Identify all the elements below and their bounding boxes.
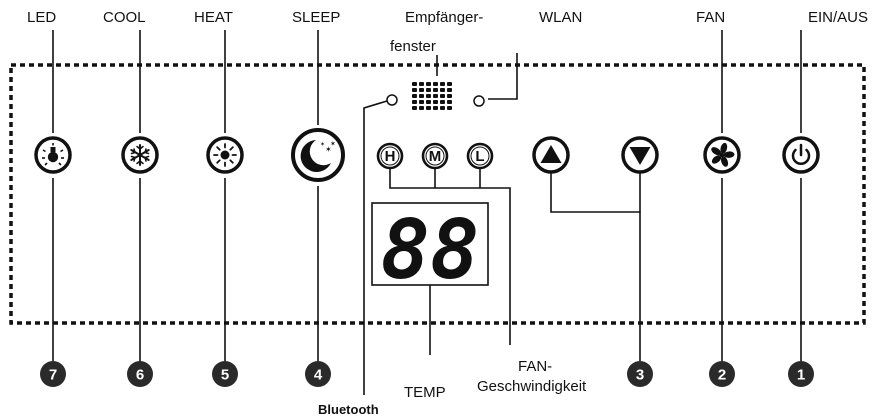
label-receiver-line1: Empfänger- <box>405 9 483 26</box>
receiver-cell <box>433 94 438 98</box>
cool-button[interactable] <box>121 136 159 174</box>
speed-indicator-l: L <box>466 142 494 170</box>
badge-4: 4 <box>305 361 331 387</box>
label-receiver-line2: fenster <box>390 38 436 55</box>
receiver-window <box>412 82 452 110</box>
badge-7-label: 7 <box>49 367 57 384</box>
speed-indicator-m: M <box>421 142 449 170</box>
receiver-cell <box>419 82 424 86</box>
speed-m-label: M <box>429 148 442 165</box>
receiver-cell <box>419 106 424 110</box>
bluetooth-indicator <box>386 94 398 106</box>
label-fan-speed-line2: Geschwindigkeit <box>477 378 587 395</box>
led-button[interactable] <box>34 136 72 174</box>
speed-connector <box>389 168 511 345</box>
power-button[interactable] <box>782 136 820 174</box>
receiver-cell <box>419 100 424 104</box>
badge-2: 2 <box>709 361 735 387</box>
bottom-connectors <box>52 178 802 361</box>
badge-6-label: 6 <box>136 367 144 384</box>
receiver-cell <box>412 106 417 110</box>
badge-3-label: 3 <box>636 367 644 384</box>
badge-5: 5 <box>212 361 238 387</box>
receiver-cell <box>419 94 424 98</box>
receiver-cell <box>412 88 417 92</box>
speed-h-label: H <box>385 148 396 165</box>
temp-up-button[interactable] <box>532 136 570 174</box>
snowflake-icon <box>130 144 150 166</box>
receiver-cell <box>419 88 424 92</box>
label-fan: FAN <box>696 9 725 26</box>
receiver-cell <box>426 88 431 92</box>
moon-stars-icon: ✶ ✶ ✶ <box>300 140 336 172</box>
receiver-cell <box>440 82 445 86</box>
receiver-cell <box>433 106 438 110</box>
label-wlan: WLAN <box>539 9 582 26</box>
receiver-cell <box>412 82 417 86</box>
label-heat: HEAT <box>194 9 233 26</box>
badge-3: 3 <box>627 361 653 387</box>
receiver-cell <box>447 106 452 110</box>
receiver-cell <box>447 94 452 98</box>
svg-text:✶: ✶ <box>325 145 332 154</box>
triangle-up-icon <box>540 145 562 163</box>
receiver-cell <box>440 106 445 110</box>
receiver-cell <box>412 94 417 98</box>
receiver-cell <box>447 82 452 86</box>
speed-indicator-h: H <box>376 142 404 170</box>
label-cool: COOL <box>103 9 146 26</box>
badge-2-label: 2 <box>718 367 726 384</box>
receiver-cell <box>412 100 417 104</box>
receiver-cell <box>433 100 438 104</box>
badge-1: 1 <box>788 361 814 387</box>
label-sleep: SLEEP <box>292 9 340 26</box>
fan-icon <box>711 142 735 167</box>
display-digits: 88 <box>381 203 480 298</box>
fan-button[interactable] <box>703 136 741 174</box>
sleep-button[interactable]: ✶ ✶ ✶ <box>291 128 345 182</box>
label-led: LED <box>27 9 56 26</box>
triangle-down-icon <box>629 147 651 165</box>
badge-5-label: 5 <box>221 367 229 384</box>
label-bluetooth: Bluetooth <box>318 402 379 417</box>
receiver-cell <box>433 88 438 92</box>
temp-down-button[interactable] <box>621 136 659 174</box>
updown-connector <box>550 172 641 213</box>
receiver-cell <box>426 106 431 110</box>
receiver-cell <box>440 88 445 92</box>
sun-icon <box>213 143 237 167</box>
label-temp: TEMP <box>404 384 446 401</box>
wlan-indicator <box>473 95 485 107</box>
receiver-cell <box>426 100 431 104</box>
svg-text:✶: ✶ <box>320 141 325 148</box>
receiver-cell <box>440 94 445 98</box>
label-power: EIN/AUS <box>808 9 868 26</box>
bluetooth-connector <box>363 100 388 395</box>
receiver-cell <box>447 88 452 92</box>
receiver-cell <box>440 100 445 104</box>
badge-1-label: 1 <box>797 367 805 384</box>
temperature-display: 88 <box>371 202 489 298</box>
receiver-cell <box>426 94 431 98</box>
receiver-cell <box>447 100 452 104</box>
label-fan-speed-line1: FAN- <box>518 358 552 375</box>
top-connectors <box>52 30 802 133</box>
badge-4-label: 4 <box>314 367 323 384</box>
speed-l-label: L <box>475 148 484 165</box>
lamp-icon <box>42 143 64 166</box>
badge-6: 6 <box>127 361 153 387</box>
badge-7: 7 <box>40 361 66 387</box>
receiver-cell <box>433 82 438 86</box>
power-icon <box>791 143 811 165</box>
heat-button[interactable] <box>206 136 244 174</box>
svg-text:✶: ✶ <box>330 140 336 148</box>
receiver-cell <box>426 82 431 86</box>
